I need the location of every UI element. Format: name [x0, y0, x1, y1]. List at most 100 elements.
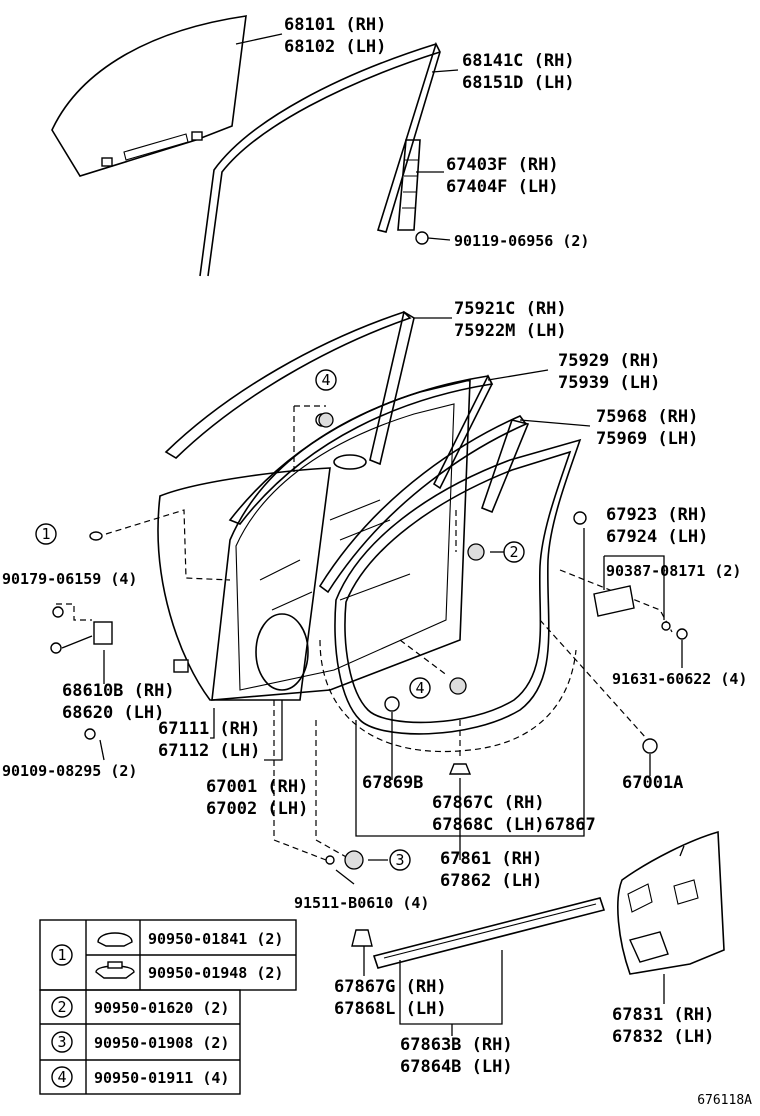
- svg-text:90950-01911 (4): 90950-01911 (4): [94, 1069, 229, 1087]
- callout-67832: 67832 (LH): [612, 1027, 714, 1047]
- callout-90387: 90387-08171 (2): [606, 562, 741, 580]
- svg-text:67111 (RH): 67111 (RH): [158, 719, 260, 739]
- legend-part-90950-01911: 90950-01911 (4): [94, 1069, 229, 1087]
- svg-text:4: 4: [321, 371, 330, 389]
- solid-leaders: [99, 528, 683, 1036]
- marker-2: 2: [503, 541, 525, 563]
- callout-75921c: 75921C (RH): [454, 299, 567, 319]
- dashed-leaders: [56, 405, 673, 861]
- svg-text:90119-06956 (2): 90119-06956 (2): [454, 232, 589, 250]
- callout-67864b: 67864B (LH): [400, 1057, 513, 1077]
- callout-67862: 67862 (LH): [440, 871, 542, 891]
- marker-1: 1: [35, 523, 57, 545]
- svg-text:91631-60622 (4): 91631-60622 (4): [612, 670, 747, 688]
- svg-text:67002 (LH): 67002 (LH): [206, 799, 308, 819]
- door-panel-drawing: [157, 378, 471, 701]
- svg-text:90950-01841 (2): 90950-01841 (2): [148, 930, 283, 948]
- callout-68102: 68102 (LH): [284, 37, 386, 57]
- svg-text:68151D (LH): 68151D (LH): [462, 73, 575, 93]
- svg-text:67831 (RH): 67831 (RH): [612, 1005, 714, 1025]
- glass-run-drawing: [199, 41, 459, 277]
- svg-text:3: 3: [57, 1033, 66, 1051]
- callout-67863b: 67863B (RH): [400, 1035, 513, 1055]
- marker-3: 3: [389, 849, 411, 871]
- svg-text:67112 (LH): 67112 (LH): [158, 741, 260, 761]
- svg-text:90950-01620 (2): 90950-01620 (2): [94, 999, 229, 1017]
- svg-text:68610B (RH): 68610B (RH): [62, 681, 175, 701]
- callout-67002: 67002 (LH): [206, 799, 308, 819]
- svg-text:68102 (LH): 68102 (LH): [284, 37, 386, 57]
- legend-part-90950-01908: 90950-01908 (2): [94, 1034, 229, 1052]
- svg-text:67923 (RH): 67923 (RH): [606, 505, 708, 525]
- svg-text:3: 3: [395, 851, 404, 869]
- callout-75922m: 75922M (LH): [454, 321, 567, 341]
- figure-id: 676118A: [697, 1093, 752, 1108]
- legend-part-90950-01620: 90950-01620 (2): [94, 999, 229, 1017]
- svg-text:75939 (LH): 75939 (LH): [558, 373, 660, 393]
- marker-4-top: 4: [315, 369, 337, 391]
- svg-text:67861 (RH): 67861 (RH): [440, 849, 542, 869]
- callout-67867c: 67867C (RH): [432, 793, 545, 813]
- svg-text:75968 (RH): 75968 (RH): [596, 407, 698, 427]
- svg-text:1: 1: [57, 946, 66, 964]
- sill-moulding-drawing: [372, 897, 606, 969]
- belt-moulding-drawing: [164, 310, 452, 466]
- svg-text:90950-01908 (2): 90950-01908 (2): [94, 1034, 229, 1052]
- callout-75968: 75968 (RH): [596, 407, 698, 427]
- hardware-drawings: [50, 412, 688, 947]
- callout-90179: 90179-06159 (4): [2, 570, 137, 588]
- svg-text:67924 (LH): 67924 (LH): [606, 527, 708, 547]
- callout-67861: 67861 (RH): [440, 849, 542, 869]
- callout-91631: 91631-60622 (4): [612, 670, 747, 688]
- svg-text:68620 (LH): 68620 (LH): [62, 703, 164, 723]
- svg-text:1: 1: [41, 525, 50, 543]
- callout-67001: 67001 (RH): [206, 777, 308, 797]
- callout-67831: 67831 (RH): [612, 1005, 714, 1025]
- svg-text:75921C (RH): 75921C (RH): [454, 299, 567, 319]
- callout-91511: 91511-B0610 (4): [294, 894, 429, 912]
- callout-68610b: 68610B (RH): [62, 681, 175, 701]
- svg-text:68101 (RH): 68101 (RH): [284, 15, 386, 35]
- svg-text:67001 (RH): 67001 (RH): [206, 777, 308, 797]
- callout-67867g: 67867G (RH): [334, 977, 447, 997]
- svg-text:4: 4: [57, 1068, 66, 1086]
- door-glass-drawing: [51, 15, 283, 177]
- svg-text:67868L (LH): 67868L (LH): [334, 999, 447, 1019]
- weatherstrip-outer-drawing: [228, 369, 549, 525]
- svg-text:67864B (LH): 67864B (LH): [400, 1057, 513, 1077]
- callout-labels: 68101 (RH) 68102 (LH) 68141C (RH) 68151D…: [2, 15, 747, 1077]
- svg-text:67869B: 67869B: [362, 773, 423, 793]
- callout-90119: 90119-06956 (2): [454, 232, 589, 250]
- svg-text:67867G (RH): 67867G (RH): [334, 977, 447, 997]
- callout-68151d: 68151D (LH): [462, 73, 575, 93]
- svg-text:75969 (LH): 75969 (LH): [596, 429, 698, 449]
- callout-67869b: 67869B: [362, 773, 423, 793]
- svg-text:90387-08171 (2): 90387-08171 (2): [606, 562, 741, 580]
- legend-key-3: 3: [51, 1031, 73, 1053]
- callout-67868l: 67868L (LH): [334, 999, 447, 1019]
- legend-part-90950-01948: 90950-01948 (2): [148, 964, 283, 982]
- svg-text:2: 2: [509, 543, 518, 561]
- svg-text:2: 2: [57, 998, 66, 1016]
- svg-text:4: 4: [415, 679, 424, 697]
- callout-75929: 75929 (RH): [558, 351, 660, 371]
- marker-4-mid: 4: [409, 677, 431, 699]
- callout-67112: 67112 (LH): [158, 741, 260, 761]
- svg-text:90950-01948 (2): 90950-01948 (2): [148, 964, 283, 982]
- svg-text:67863B (RH): 67863B (RH): [400, 1035, 513, 1055]
- svg-text:67403F (RH): 67403F (RH): [446, 155, 559, 175]
- callout-75939: 75939 (LH): [558, 373, 660, 393]
- weatherstrip-drawing: [397, 139, 451, 245]
- callout-68141c: 68141C (RH): [462, 51, 575, 71]
- svg-text:67832 (LH): 67832 (LH): [612, 1027, 714, 1047]
- legend-table: 1 90950-01841 (2) 90950-01948 (2) 2 9095…: [39, 919, 297, 1095]
- svg-text:90179-06159 (4): 90179-06159 (4): [2, 570, 137, 588]
- svg-text:90109-08295 (2): 90109-08295 (2): [2, 762, 137, 780]
- opening-weatherstrip-drawing: [319, 438, 587, 753]
- svg-text:67867C (RH): 67867C (RH): [432, 793, 545, 813]
- clip-icon: [95, 965, 135, 979]
- callout-67868c: 67868C (LH)67867: [432, 815, 596, 835]
- svg-text:75929 (RH): 75929 (RH): [558, 351, 660, 371]
